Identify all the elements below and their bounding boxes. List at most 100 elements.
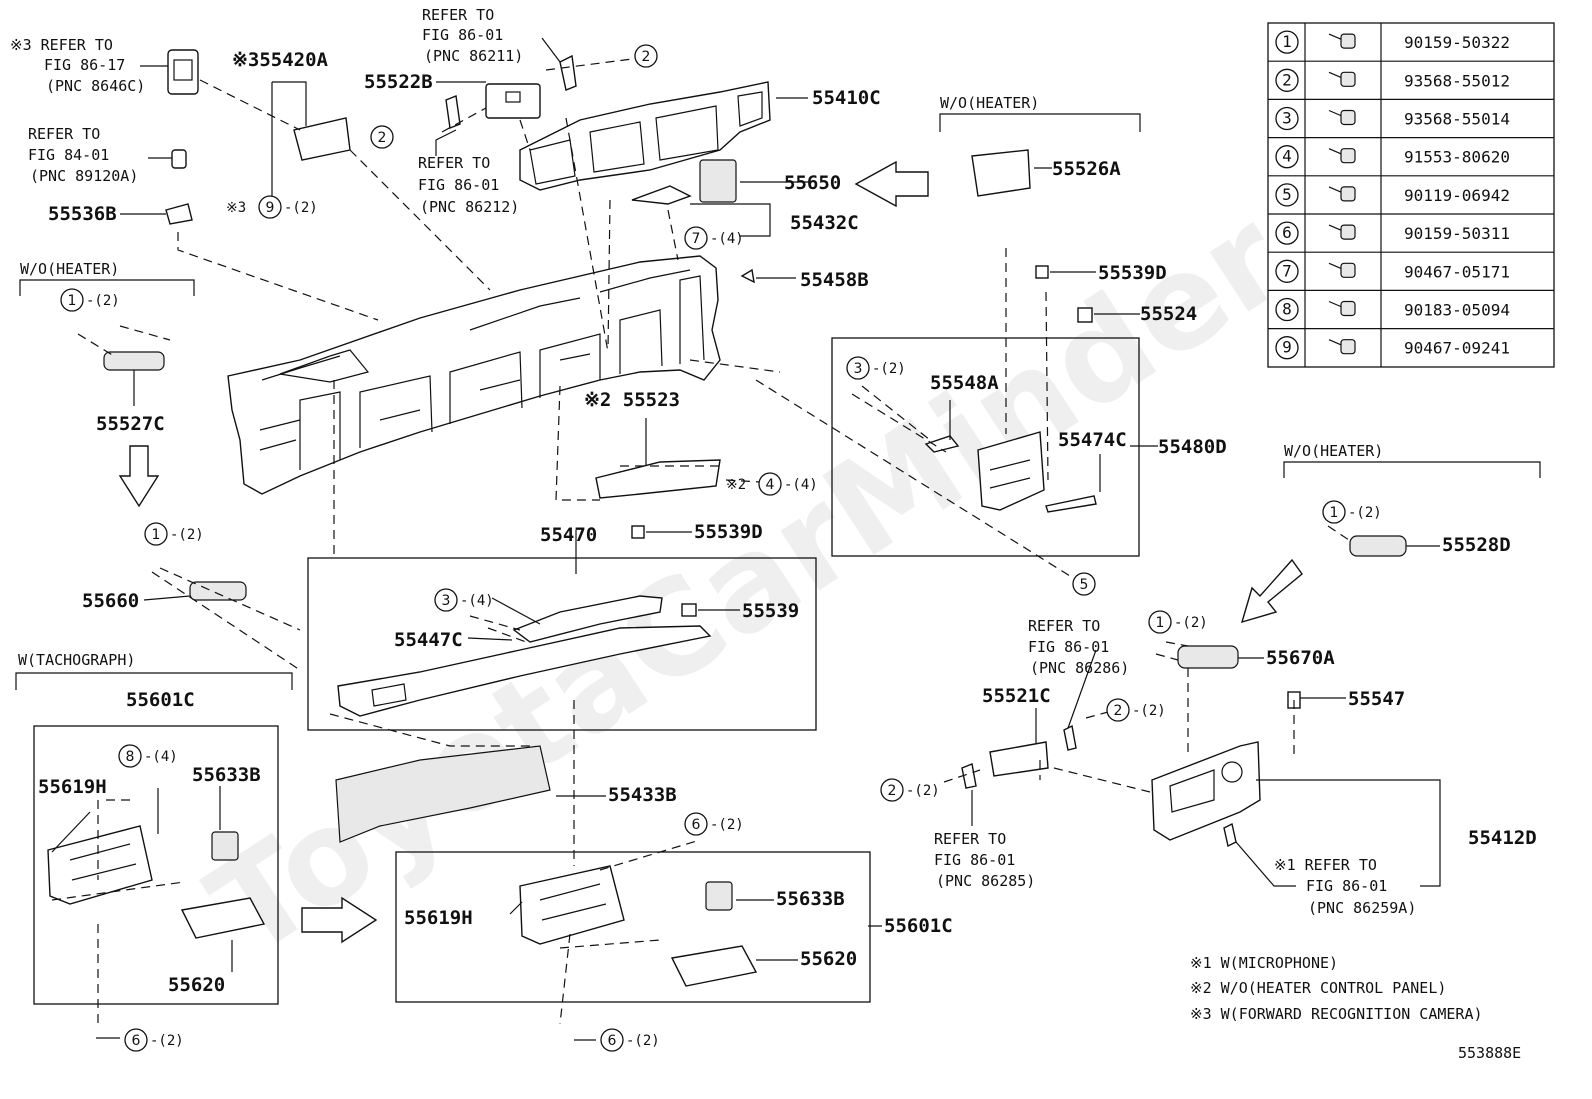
label-55619H-b: 55619H	[404, 907, 473, 929]
screw-icon	[1328, 71, 1356, 87]
label-55601C-a: 55601C	[126, 689, 195, 711]
label-55660: 55660	[82, 590, 139, 612]
svg-text:FIG 86-01: FIG 86-01	[1306, 877, 1387, 895]
clip-icon	[1328, 339, 1356, 355]
label-55522B: 55522B	[364, 71, 433, 93]
svg-text:※1 REFER TO: ※1 REFER TO	[1274, 856, 1377, 874]
screw-washer-icon	[1328, 224, 1356, 240]
tray-55620-b	[670, 945, 758, 987]
svg-text:-(2): -(2)	[906, 783, 940, 799]
label-55633B-b: 55633B	[776, 888, 845, 910]
label-55420A: ※355420A	[232, 49, 329, 71]
svg-text:90183-05094: 90183-05094	[1404, 301, 1510, 320]
clip-icon	[1328, 262, 1356, 278]
label-55524: 55524	[1140, 303, 1197, 325]
svg-text:-(2): -(2)	[170, 527, 204, 543]
svg-text:-(2): -(2)	[284, 200, 318, 216]
duct-55619H-a	[47, 825, 153, 905]
switch-base-panel	[924, 431, 1097, 513]
label-55474C: 55474C	[1058, 429, 1127, 451]
label-55536B: 55536B	[48, 203, 117, 225]
svg-text:6: 6	[132, 1033, 141, 1049]
bracket-55633B-a	[211, 831, 239, 861]
svg-text:REFER TO: REFER TO	[28, 125, 100, 143]
label-55412D: 55412D	[1468, 827, 1537, 849]
svg-text:(PNC 86286): (PNC 86286)	[1030, 659, 1129, 677]
svg-text:-(2): -(2)	[86, 293, 120, 309]
svg-text:-(2): -(2)	[1348, 505, 1382, 521]
svg-text:FIG 84-01: FIG 84-01	[28, 146, 109, 164]
ref-89120A: REFER TO FIG 84-01 (PNC 89120A)	[28, 125, 138, 185]
label-55432C: 55432C	[790, 212, 859, 234]
svg-text:-(2): -(2)	[710, 817, 744, 833]
svg-text:2: 2	[1282, 70, 1292, 89]
svg-text:REFER TO: REFER TO	[1028, 617, 1100, 635]
svg-text:93568-55014: 93568-55014	[1404, 110, 1510, 129]
svg-text:90159-50311: 90159-50311	[1404, 224, 1510, 243]
svg-text:REFER TO: REFER TO	[934, 830, 1006, 848]
fastener-row: 5 90119-06942	[1275, 183, 1510, 207]
bracket-55432C	[631, 185, 692, 205]
ref-86211: REFER TO FIG 86-01 (PNC 86211)	[422, 6, 523, 65]
svg-text:※2: ※2	[726, 477, 746, 493]
svg-text:6: 6	[692, 817, 701, 833]
svg-text:(PNC 86259A): (PNC 86259A)	[1308, 899, 1416, 917]
cluster-finish-panel	[519, 81, 771, 191]
svg-text:2: 2	[642, 49, 651, 65]
callout-fastener-1: 1-(2)	[144, 522, 204, 546]
callout-fastener-2: 2-(2)	[1106, 698, 1166, 722]
assembly-box-55601C-tachograph	[33, 725, 279, 1005]
assembly-box-55470	[307, 557, 817, 731]
svg-text:90119-06942: 90119-06942	[1404, 186, 1510, 205]
dashed-guide-lines	[51, 57, 1353, 1025]
glove-compartment	[1151, 741, 1261, 841]
note-1: ※1 W(MICROPHONE)	[1190, 954, 1338, 972]
callout-fastener-7: 7-(4)	[684, 226, 744, 250]
label-55526A: 55526A	[1052, 158, 1121, 180]
fastener-row: 8 90183-05094	[1275, 297, 1510, 322]
label-55521C: 55521C	[982, 685, 1051, 707]
svg-text:-(4): -(4)	[710, 231, 744, 247]
svg-text:9: 9	[1282, 338, 1292, 357]
part-labels: ※355420A 55522B 55410C 55650 55526A 5543…	[38, 49, 1537, 996]
svg-text:3: 3	[442, 593, 451, 609]
condition-bracket-wo-heater-right: W/O(HEATER)	[1283, 442, 1541, 478]
arrow-55670A	[1240, 558, 1303, 624]
label-55433B: 55433B	[608, 784, 677, 806]
svg-text:-(2): -(2)	[1174, 615, 1208, 631]
svg-text:93568-55012: 93568-55012	[1404, 71, 1510, 90]
watermark: ToyotaCarMinder	[184, 181, 1310, 986]
label-55547: 55547	[1348, 688, 1405, 710]
svg-text:(PNC 86285): (PNC 86285)	[936, 872, 1035, 890]
knee-pad	[335, 745, 551, 843]
callout-fastener-6: 6-(2)	[600, 1028, 660, 1052]
bracket-86286	[1063, 724, 1077, 751]
svg-text:1: 1	[1330, 505, 1339, 521]
label-55539D-b: 55539D	[694, 521, 763, 543]
footnotes: ※1 W(MICROPHONE) ※2 W/O(HEATER CONTROL P…	[1190, 954, 1483, 1023]
bracket-86211	[559, 54, 577, 91]
arrow-55650	[854, 160, 929, 208]
box-55521C	[989, 741, 1049, 777]
clip-55458B	[740, 268, 755, 284]
svg-text:8: 8	[1282, 300, 1292, 319]
svg-text:1: 1	[68, 293, 77, 309]
condition-bracket-tachograph: W(TACHOGRAPH)	[15, 651, 293, 690]
svg-text:(PNC 86211): (PNC 86211)	[424, 47, 523, 65]
callout-fastener-1: 1-(2)	[1148, 610, 1208, 634]
figure-id: 553888E	[1458, 1044, 1521, 1062]
callout-fastener-6: 6-(2)	[124, 1028, 184, 1052]
label-55480D: 55480D	[1158, 436, 1227, 458]
svg-text:5: 5	[1282, 185, 1292, 204]
svg-text:-(4): -(4)	[144, 749, 178, 765]
label-55528D: 55528D	[1442, 534, 1511, 556]
ref-86259A: ※1 REFER TO FIG 86-01 (PNC 86259A)	[1274, 856, 1416, 917]
label-55527C: 55527C	[96, 413, 165, 435]
label-55539D-a: 55539D	[1098, 262, 1167, 284]
